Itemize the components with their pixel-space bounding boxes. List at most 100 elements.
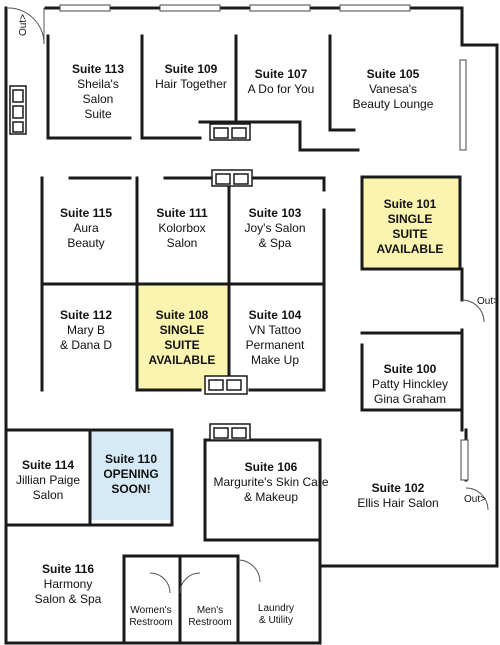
suite-number: Suite 102: [371, 481, 425, 495]
tenant-line: Salon: [82, 92, 114, 106]
tenant-line: Permanent: [245, 338, 305, 352]
wall: [198, 120, 302, 152]
tenant-line: Gina Graham: [373, 392, 447, 406]
suite-number: Suite 101: [383, 197, 437, 211]
exit-right-lower: Out>: [464, 494, 486, 505]
suite-number: Suite 105: [366, 67, 420, 81]
door-swing: [237, 559, 261, 583]
suite-number: Suite 107: [254, 67, 308, 81]
window: [460, 439, 469, 481]
tenant-line: Hair Together: [155, 77, 227, 91]
room-line: Laundry: [257, 603, 295, 614]
suite-number: Suite 106: [244, 460, 298, 474]
door-swing: [465, 487, 489, 511]
wall: [4, 428, 92, 527]
wall: [88, 428, 174, 527]
door-swing: [179, 572, 201, 594]
suite-108-highlight: [137, 284, 228, 390]
suite-number: Suite 110: [104, 452, 158, 466]
suite-110-highlight: [91, 430, 171, 520]
tenant-line: SINGLE: [387, 212, 433, 226]
door-swing: [149, 572, 171, 594]
tenant-line: Aura: [73, 221, 99, 235]
suite-101-highlight: [363, 177, 460, 269]
window: [159, 4, 221, 12]
suite-number: Suite 114: [21, 458, 75, 472]
bench-top: [209, 123, 251, 141]
tenant-line: Salon: [32, 488, 64, 502]
wall: [328, 34, 356, 132]
bench-middle-top: [211, 169, 253, 187]
bench-left: [9, 85, 27, 135]
window: [59, 4, 111, 12]
tenant-line: AVAILABLE: [376, 242, 444, 256]
tenant-line: Sheila's: [77, 77, 119, 91]
suite-number: Suite 111: [156, 206, 208, 220]
outer-wall: [4, 6, 499, 645]
suite-number: Suite 115: [59, 206, 113, 220]
room-line: Women's: [130, 605, 172, 616]
suite-number: Suite 116: [41, 562, 95, 576]
room-line: Restroom: [129, 617, 173, 628]
window: [339, 4, 411, 12]
tenant-line: Salon: [166, 236, 198, 250]
tenant-line: SOON!: [111, 482, 151, 496]
tenant-line: Ellis Hair Salon: [357, 496, 439, 510]
wall: [360, 343, 464, 412]
laundry-utility-label: Laundry& Utility: [244, 603, 308, 627]
tenant-line: SINGLE: [159, 323, 205, 337]
tenant-line: SUITE: [392, 227, 428, 241]
tenant-line: Mary B: [66, 323, 105, 337]
tenant-line: SUITE: [164, 338, 200, 352]
tenant-line: A Do for You: [247, 82, 315, 96]
tenant-line: Jillian Paige: [15, 473, 81, 487]
window: [249, 4, 311, 12]
tenant-line: Kolorbox: [158, 221, 206, 235]
exit-right-mid: Out>: [477, 296, 499, 307]
tenant-line: AVAILABLE: [148, 353, 216, 367]
bench-lower: [209, 423, 251, 441]
suite-number: Suite 113: [71, 62, 125, 76]
window: [459, 59, 467, 151]
tenant-line: Harmony: [43, 577, 93, 591]
room-line: Restroom: [188, 617, 232, 628]
suite-number: Suite 109: [164, 62, 218, 76]
tenant-line: Vanesa's: [368, 82, 418, 96]
suite-number: Suite 108: [155, 308, 209, 322]
room-line: & Utility: [259, 615, 293, 626]
tenant-line: Beauty: [67, 236, 105, 250]
bench-middle-bottom: [204, 375, 248, 395]
tenant-line: & Makeup: [243, 490, 299, 504]
exit-top-left: Out>: [18, 14, 29, 36]
tenant-line: & Dana D: [59, 338, 113, 352]
suite-number: Suite 104: [248, 308, 302, 322]
tenant-line: Patty Hinckley: [371, 377, 449, 391]
door-swing: [461, 299, 485, 323]
tenant-line: VN Tattoo: [248, 323, 302, 337]
suite-number: Suite 100: [383, 362, 437, 376]
door-swing: [7, 7, 45, 45]
tenant-line: Beauty Lounge: [352, 97, 434, 111]
room-line: Men's: [196, 605, 224, 616]
tenant-line: OPENING: [103, 467, 159, 481]
tenant-line: Margurite's Skin Care: [213, 475, 329, 489]
tenant-line: Joy's Salon: [244, 221, 306, 235]
tenant-line: Salon & Spa: [34, 592, 102, 606]
